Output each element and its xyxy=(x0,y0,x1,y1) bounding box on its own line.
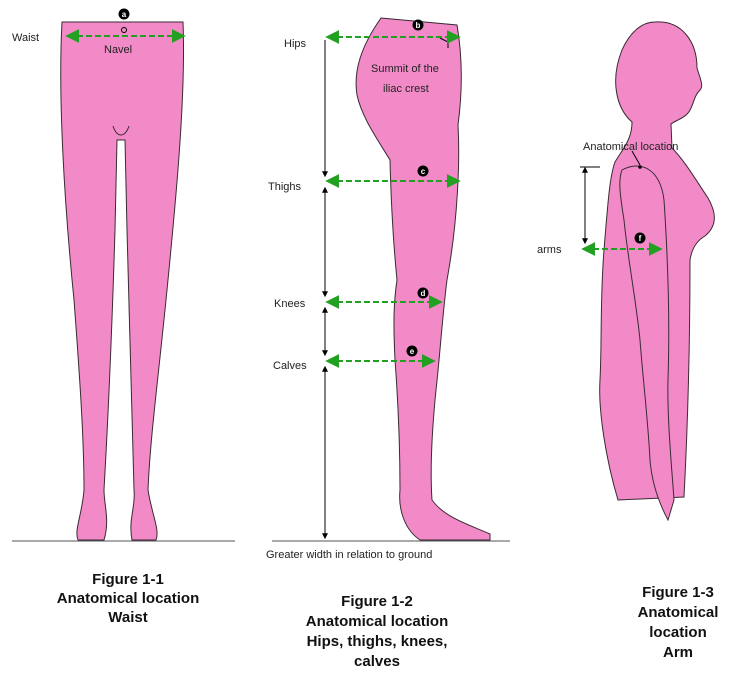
figure-1-2: b c d e Hips Thighs Knees Calves Summit … xyxy=(266,18,510,561)
badge-f: f xyxy=(635,233,646,244)
side-leg-silhouette xyxy=(356,18,490,540)
caption-figure-1-3: Figure 1-3 Anatomical location Arm xyxy=(638,584,719,661)
hips-label: Hips xyxy=(284,38,307,50)
thighs-label: Thighs xyxy=(268,181,302,193)
caption-3-line-3: location xyxy=(649,624,707,641)
badge-c: c xyxy=(418,166,429,177)
caption-1-line-1: Figure 1-1 xyxy=(92,571,164,588)
svg-text:f: f xyxy=(639,234,642,243)
svg-text:a: a xyxy=(122,10,127,19)
caption-2-line-3: Hips, thighs, knees, xyxy=(307,633,448,650)
caption-2-line-4: calves xyxy=(354,653,400,670)
badge-a: a xyxy=(119,9,130,20)
figure-1-1: a Waist Navel xyxy=(12,9,235,542)
navel-label: Navel xyxy=(104,44,132,56)
front-legs-silhouette xyxy=(61,22,184,540)
caption-1-line-2: Anatomical location xyxy=(57,590,200,607)
badge-e: e xyxy=(407,346,418,357)
caption-3-line-1: Figure 1-3 xyxy=(642,584,714,601)
caption-2-line-2: Anatomical location xyxy=(306,613,449,630)
caption-figure-1-1: Figure 1-1 Anatomical location Waist xyxy=(57,571,200,626)
svg-text:d: d xyxy=(421,289,426,298)
calves-label: Calves xyxy=(273,360,307,372)
caption-1-line-3: Waist xyxy=(108,609,147,626)
figure-1-3: f Anatomical location arms xyxy=(537,22,714,520)
caption-3-line-4: Arm xyxy=(663,644,693,661)
iliac-crest-label-2: iliac crest xyxy=(383,83,429,95)
caption-3-line-2: Anatomical xyxy=(638,604,719,621)
iliac-crest-label-1: Summit of the xyxy=(371,63,439,75)
badge-b: b xyxy=(413,20,424,31)
anatomical-point-marker xyxy=(638,165,642,169)
knees-label: Knees xyxy=(274,298,306,310)
caption-2-line-1: Figure 1-2 xyxy=(341,593,413,610)
badge-d: d xyxy=(418,288,429,299)
ground-reference-label: Greater width in relation to ground xyxy=(266,549,432,561)
svg-text:c: c xyxy=(421,167,426,176)
svg-text:e: e xyxy=(410,347,415,356)
svg-text:b: b xyxy=(416,21,421,30)
waist-label: Waist xyxy=(12,32,39,44)
arms-label: arms xyxy=(537,244,562,256)
caption-figure-1-2: Figure 1-2 Anatomical location Hips, thi… xyxy=(306,593,449,670)
anatomical-location-label: Anatomical location xyxy=(583,141,678,153)
